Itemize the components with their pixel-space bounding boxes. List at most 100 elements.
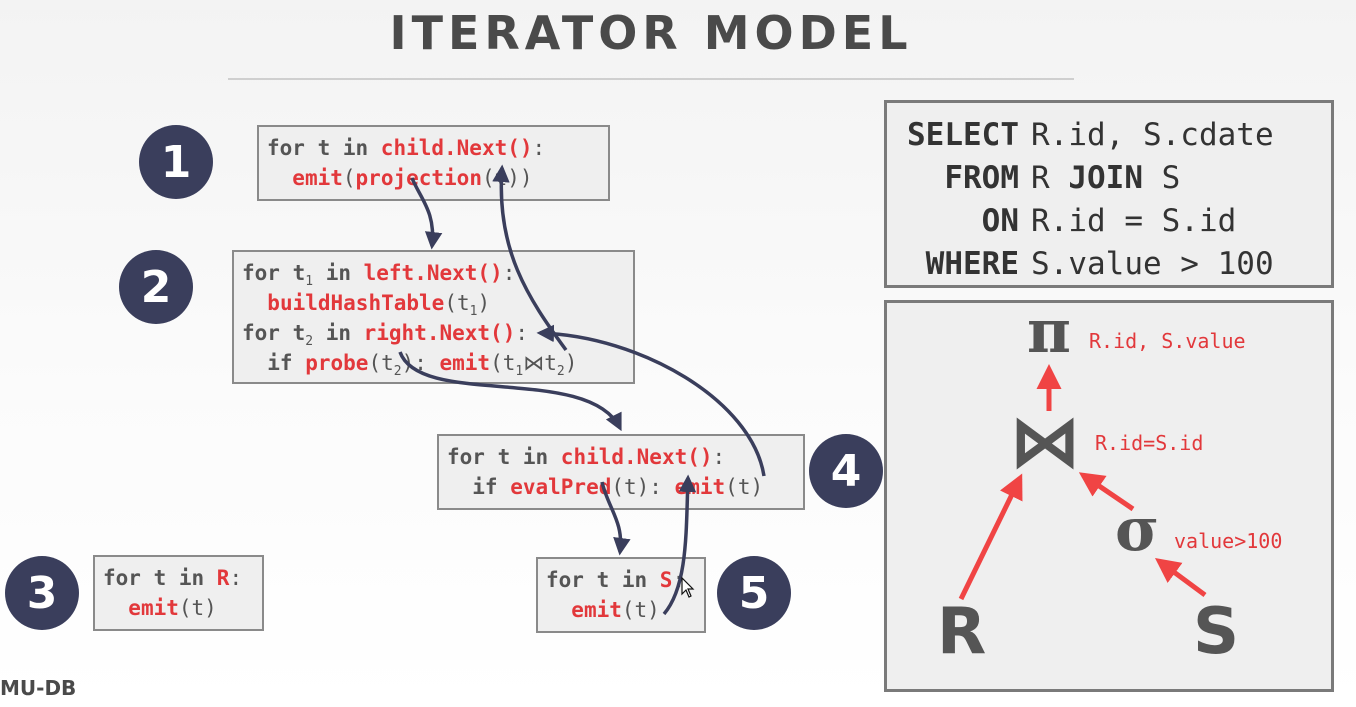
code-subscript: 1 [515,364,524,379]
code-text: if [242,351,306,375]
code-line: for t in R: [103,563,254,593]
code-text: ) [477,291,491,315]
code-text: (t) [178,596,217,620]
code-text: in [313,321,364,345]
edge-selection-to-join [1078,472,1135,512]
arrow-4-to-2-up [536,324,766,477]
hash-join-operator-code: for t1 in left.Next(): buildHashTable(t1… [232,250,635,384]
cmu-db-logo: MU-DB [0,676,77,700]
code-text: (t): [611,475,675,499]
code-highlight: child.Next() [560,445,713,469]
code-highlight: right.Next() [363,321,516,345]
code-text: if [447,475,511,499]
arrow-2-to-1-up [492,164,568,352]
sql-query-box: SELECT R.id, S.cdate FROM R JOIN S ON R.id … [884,100,1334,288]
join-symbol: ⋈ [1009,399,1081,483]
edge-r-to-join [958,473,1023,601]
page-title: ITERATOR MODEL [389,6,913,60]
code-line: emit(t) [546,595,696,625]
join-label: R.id=S.id [1095,431,1204,455]
code-highlight: left.Next() [363,261,503,285]
code-text: (t [368,351,394,375]
query-plan-tree: π R.id, S.value ⋈ R.id=S.id σ value>100 … [884,297,1334,692]
plan-edges [958,364,1207,601]
sql-line-where: WHERE S.value > 100 [887,242,1331,285]
code-text: : [515,321,528,345]
filter-operator-code: for t in child.Next(): if evalPred(t): e… [437,434,805,510]
code-subscript: 1 [469,304,478,319]
code-highlight: emit [292,166,343,190]
code-line: for t in child.Next(): [447,442,795,472]
sql-text: R.id = S.id [1031,202,1237,239]
sql-text: S [1142,159,1181,196]
sql-line-select: SELECT R.id, S.cdate [887,113,1331,156]
code-line: for t in child.Next(): [267,133,600,163]
code-text: (t) [621,598,660,622]
scan-r-operator-code: for t in R: emit(t) [93,555,264,631]
code-text: ) [564,351,578,375]
code-highlight: emit [128,596,179,620]
sql-keyword: SELECT [907,116,1019,153]
code-text: : [502,261,516,285]
badge-2: 2 [119,250,193,324]
badge-1: 1 [139,125,213,199]
code-highlight: R [216,566,230,590]
leaf-r: R [937,595,987,669]
code-text: (t [490,351,516,375]
sql-text: R.id, S.cdate [1031,116,1274,153]
mouse-cursor-icon [681,576,695,598]
badge-5: 5 [717,556,791,630]
code-text: for t [242,321,306,345]
badge-3: 3 [5,556,79,630]
selection-label: value>100 [1174,529,1283,553]
badge-4: 4 [809,434,883,508]
edge-s-to-selection [1154,558,1207,598]
scan-s-operator-code: for t in S: emit(t) [536,557,706,633]
projection-symbol: π [1027,297,1071,367]
code-line: emit(t) [103,593,254,623]
code-text: for t in [103,566,217,590]
code-highlight: child.Next() [380,136,533,160]
code-text: : [712,445,726,469]
code-text: for t in [267,136,381,160]
code-highlight: emit [439,351,491,375]
code-text: : [532,136,546,160]
arrow-2-to-4-down [398,351,622,432]
projection-operator-code: for t in child.Next(): emit(projection(t… [257,125,610,201]
leaf-s: S [1193,595,1240,669]
code-highlight: probe [305,351,369,375]
code-text: : [229,566,243,590]
selection-symbol: σ [1115,495,1160,565]
code-highlight: S [659,568,673,592]
code-text: for t in [546,568,660,592]
sql-text: R [1031,159,1069,196]
code-line: for t1 in left.Next(): [242,258,625,289]
code-subscript: 1 [305,274,314,289]
arrow-1-to-2-down [410,177,443,250]
sql-keyword: ON [981,202,1019,239]
code-highlight: emit [571,598,622,622]
code-text: (t [444,291,470,315]
code-text: for t in [447,445,561,469]
code-text: for t [242,261,306,285]
code-line: if probe(t2): emit(t1⋈t2) [242,348,625,379]
sql-keyword: WHERE [925,245,1019,282]
title-divider [228,78,1074,80]
code-subscript: 2 [305,334,314,349]
arrow-4-to-5-down [600,481,631,556]
code-highlight: projection [355,166,482,190]
sql-line-from: FROM R JOIN S [887,156,1331,199]
code-highlight: buildHashTable [267,291,445,315]
code-text: in [313,261,364,285]
code-subscript: 2 [393,364,402,379]
sql-keyword: FROM [944,159,1019,196]
code-line: buildHashTable(t1) [242,288,625,319]
code-text: (t) [725,475,764,499]
sql-keyword-join: JOIN [1068,159,1143,196]
code-subscript: 2 [556,364,565,379]
sql-text: S.value > 100 [1031,245,1274,282]
projection-label: R.id, S.value [1089,329,1246,353]
code-text: ( [342,166,356,190]
code-line: emit(projection(t)) [267,163,600,193]
